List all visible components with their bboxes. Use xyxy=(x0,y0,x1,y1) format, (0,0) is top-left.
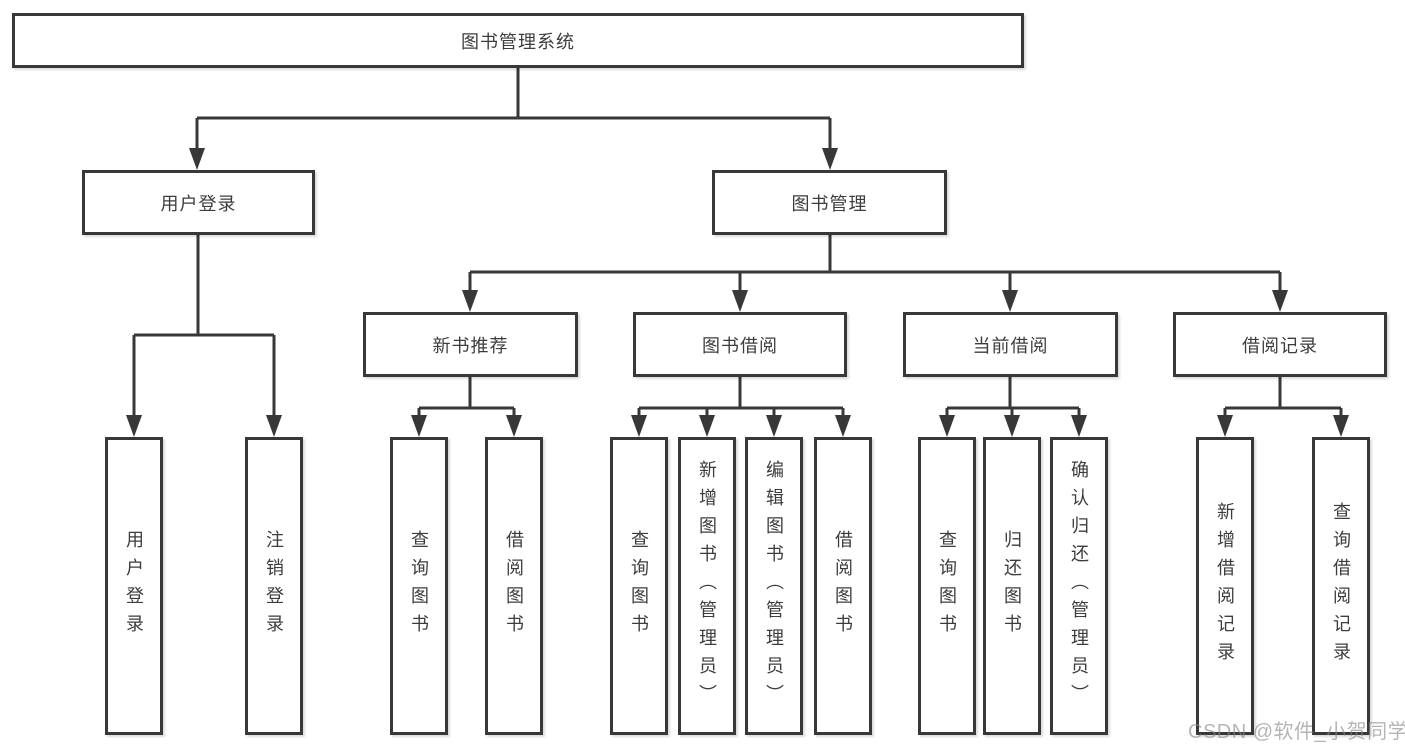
leaf-borrow-books-1-label: 借阅图书 xyxy=(504,530,524,642)
leaf-query-borrow-record: 查询借阅记录 xyxy=(1312,437,1370,735)
tree-edges xyxy=(132,68,1343,421)
leaf-return-books-label: 归还图书 xyxy=(1002,530,1022,642)
node-root-label: 图书管理系统 xyxy=(461,31,575,52)
leaf-query-books-2: 查询图书 xyxy=(610,437,668,735)
leaf-borrow-books-2: 借阅图书 xyxy=(814,437,872,735)
leaf-borrow-books-2-label: 借阅图书 xyxy=(833,530,853,642)
node-new-book-recommend: 新书推荐 xyxy=(363,312,578,377)
leaf-edit-book-admin-label: 编辑图书（管理员） xyxy=(764,460,784,712)
leaf-user-login-label: 用户登录 xyxy=(124,530,144,642)
leaf-logout-label: 注销登录 xyxy=(264,530,284,642)
leaf-query-books-1-label: 查询图书 xyxy=(409,530,429,642)
leaf-user-login: 用户登录 xyxy=(105,437,163,735)
node-user-login: 用户登录 xyxy=(82,170,315,235)
leaf-confirm-return-admin-label: 确认归还（管理员） xyxy=(1069,460,1089,712)
arrowheads xyxy=(126,148,1349,437)
leaf-add-book-admin-label: 新增图书（管理员） xyxy=(697,460,717,712)
leaf-query-books-1: 查询图书 xyxy=(390,437,448,735)
node-current-borrowing-label: 当前借阅 xyxy=(972,335,1049,356)
node-book-management: 图书管理 xyxy=(712,170,947,235)
leaf-logout: 注销登录 xyxy=(245,437,303,735)
leaf-confirm-return-admin: 确认归还（管理员） xyxy=(1050,437,1108,735)
leaf-borrow-books-1: 借阅图书 xyxy=(485,437,543,735)
leaf-query-books-3: 查询图书 xyxy=(918,437,976,735)
node-current-borrowing: 当前借阅 xyxy=(903,312,1118,377)
leaf-edit-book-admin: 编辑图书（管理员） xyxy=(745,437,803,735)
leaf-query-books-2-label: 查询图书 xyxy=(629,530,649,642)
leaf-return-books: 归还图书 xyxy=(983,437,1041,735)
leaf-add-book-admin: 新增图书（管理员） xyxy=(678,437,736,735)
leaf-add-borrow-record: 新增借阅记录 xyxy=(1196,437,1254,735)
leaf-query-borrow-record-label: 查询借阅记录 xyxy=(1331,502,1351,670)
node-user-login-label: 用户登录 xyxy=(160,193,237,214)
csdn-watermark: CSDN @软件_小贺同学 xyxy=(1188,721,1405,743)
node-borrow-records-label: 借阅记录 xyxy=(1242,335,1318,356)
leaf-query-books-3-label: 查询图书 xyxy=(937,530,957,642)
node-book-borrowing-label: 图书借阅 xyxy=(702,335,778,356)
leaf-add-borrow-record-label: 新增借阅记录 xyxy=(1215,502,1235,670)
node-book-management-label: 图书管理 xyxy=(791,193,868,214)
node-book-borrowing: 图书借阅 xyxy=(633,312,847,377)
node-new-book-recommend-label: 新书推荐 xyxy=(432,335,509,356)
node-root: 图书管理系统 xyxy=(12,13,1024,68)
node-borrow-records: 借阅记录 xyxy=(1173,312,1387,377)
